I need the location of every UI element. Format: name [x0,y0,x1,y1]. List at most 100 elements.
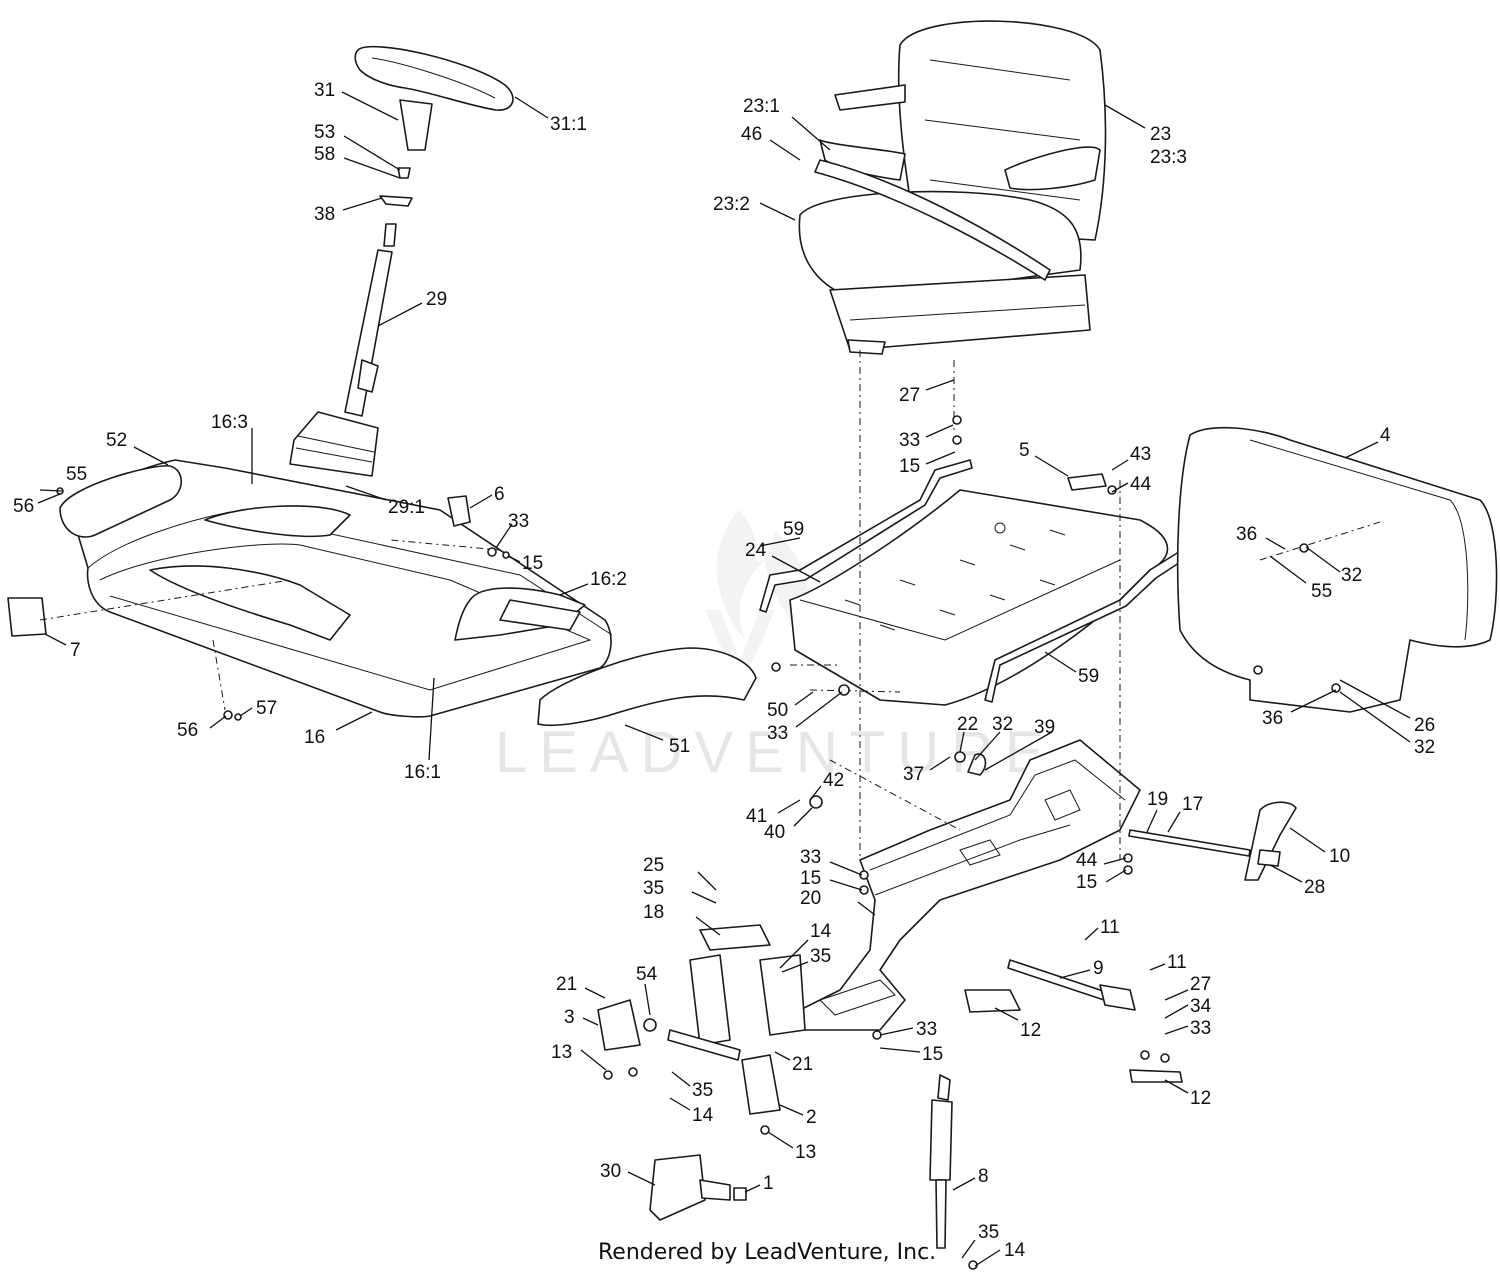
callout-6: 6 [494,484,505,505]
callout-21: 21 [556,974,577,995]
callout-15b: 15 [899,456,920,477]
callout-43: 43 [1130,444,1151,465]
callout-56: 56 [13,496,34,517]
callout-2: 2 [806,1107,817,1128]
seat-frame [799,739,1141,1031]
gas-spring-8 [929,1074,953,1249]
callout-33b: 33 [899,430,920,451]
callout-57: 57 [256,698,277,719]
callout-15c: 15 [800,868,821,889]
callout-54: 54 [636,964,658,985]
callout-34: 34 [1190,996,1212,1017]
steering-valve-30 [649,1154,747,1221]
callout-19: 19 [1147,789,1168,810]
footer-credit: Rendered by LeadVenture, Inc. [598,1240,937,1265]
pedal-10 [1128,801,1297,881]
callout-15d: 15 [1076,872,1097,893]
callout-14: 14 [810,921,832,942]
callout-55b: 55 [1311,581,1332,602]
callout-16: 16 [304,727,325,748]
callout-11: 11 [1100,917,1120,938]
callout-37: 37 [903,764,924,785]
callout-11b: 11 [1167,952,1187,973]
callout-1: 1 [763,1173,774,1194]
watermark-logo [705,510,810,690]
callout-23: 23 [1150,124,1171,145]
callout-52: 52 [106,430,127,451]
callout-33d: 33 [800,847,821,868]
callout-59b: 59 [1078,666,1099,687]
bracket-2 [741,1054,781,1115]
callout-25: 25 [643,855,664,876]
callout-21b: 21 [792,1054,813,1075]
callout-41: 41 [746,806,767,827]
callout-12: 12 [1020,1020,1041,1041]
lever-39 [967,753,987,776]
callout-33: 33 [508,511,529,532]
callout-40: 40 [764,822,785,843]
plate-7 [7,597,47,637]
leader-lines [37,91,1411,1267]
callout-18: 18 [643,902,664,923]
callout-35c: 35 [692,1080,713,1101]
callout-28: 28 [1304,877,1325,898]
callout-35d: 35 [978,1222,999,1243]
callout-44: 44 [1130,474,1152,495]
callout-51: 51 [669,736,690,757]
bracket-3 [597,999,641,1051]
steering-column [289,167,413,477]
fender-51 [537,647,757,727]
callout-53: 53 [314,122,335,143]
callout-55: 55 [66,464,87,485]
callout-4: 4 [1380,425,1391,446]
decal-5 [1067,473,1107,491]
floor-pan [59,459,613,718]
callout-59: 59 [783,519,804,540]
callout-29: 29 [426,289,447,310]
callout-29-1: 29:1 [388,497,425,518]
callout-35: 35 [643,878,664,899]
assembly-lines [39,350,1381,860]
seat-rail-59a [759,459,973,613]
callout-38: 38 [314,204,335,225]
callout-5: 5 [1019,440,1030,461]
callout-22: 22 [957,714,978,735]
callout-32c: 32 [1414,737,1435,758]
callout-36b: 36 [1262,708,1283,729]
callout-33f: 33 [916,1019,937,1040]
callout-23-1: 23:1 [743,96,780,117]
callout-33e: 33 [1190,1018,1211,1039]
callout-56b: 56 [177,720,198,741]
callout-27: 27 [899,385,920,406]
hardware [56,415,1341,1270]
callout-16-1: 16:1 [404,762,441,783]
callout-39: 39 [1034,717,1055,738]
callout-12b: 12 [1190,1088,1211,1109]
callout-15: 15 [522,553,543,574]
callout-32: 32 [1341,565,1362,586]
callout-16-2: 16:2 [590,569,627,590]
callout-32b: 32 [992,714,1013,735]
callout-13: 13 [551,1042,572,1063]
callout-44b: 44 [1076,850,1098,871]
callout-10: 10 [1329,846,1350,867]
steering-wheel [354,45,514,151]
callout-23-2: 23:2 [713,194,750,215]
callout-27b: 27 [1190,974,1211,995]
pivot-shaft [667,1029,741,1061]
watermark-text: LEADVENTURE [495,720,1056,785]
callout-7: 7 [70,640,81,661]
callout-26: 26 [1414,715,1435,736]
callout-24: 24 [745,540,767,561]
callout-15e: 15 [922,1044,943,1065]
callout-31: 31 [314,80,335,101]
callout-31-1: 31:1 [550,114,587,135]
callout-36: 36 [1236,524,1257,545]
callout-8: 8 [978,1166,989,1187]
callout-58: 58 [314,144,335,165]
adjust-bar-9 [964,959,1183,1083]
seat-pan [789,489,1169,706]
callout-16-3: 16:3 [211,412,248,433]
callout-20: 20 [800,888,821,909]
